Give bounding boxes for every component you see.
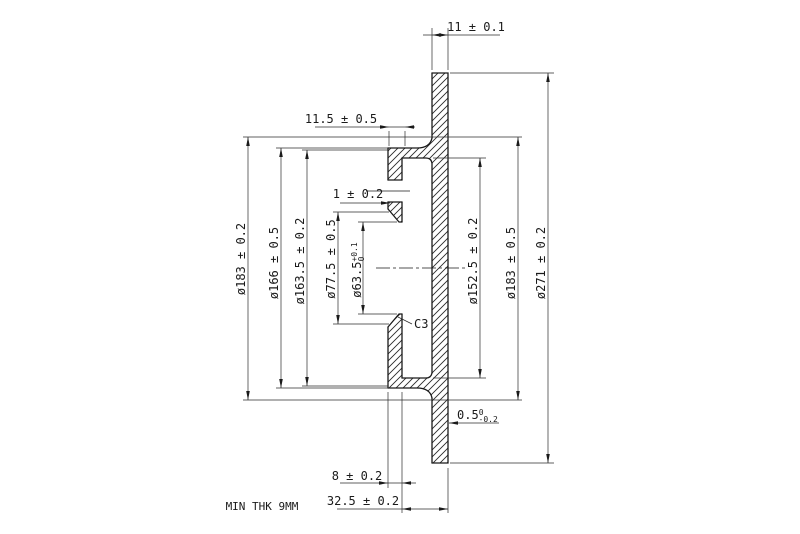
- dimension-arrowheads: [246, 33, 550, 511]
- dimension-lines: [247, 34, 549, 510]
- dim-dia-152-5: ø152.5 ± 0.2: [466, 218, 480, 305]
- hat-bottom-section: [388, 314, 432, 398]
- center-lines: [366, 190, 468, 269]
- dim-flange-thickness: 8 ± 0.2: [332, 469, 383, 483]
- dimension-labels: 11 ± 0.1 11.5 ± 0.5 1 ± 0.2 8 ± 0.2 32.5…: [226, 20, 548, 513]
- c3-leader-line: [397, 316, 413, 325]
- dim-dia-77-5: ø77.5 ± 0.5: [324, 219, 338, 298]
- hat-top-section: [388, 138, 432, 180]
- extension-lines: [243, 28, 554, 513]
- dim-dia-183-left: ø183 ± 0.2: [234, 223, 248, 295]
- dim-dia-163-5: ø163.5 ± 0.2: [293, 218, 307, 305]
- dim-overall-height: 32.5 ± 0.2: [327, 494, 399, 508]
- label-chamfer-c3: C3: [414, 317, 428, 331]
- dim-surface-offset: 0.50-0.2: [457, 408, 498, 424]
- dim-bore: ø63.5+0.10: [350, 242, 366, 298]
- dim-dia-271: ø271 ± 0.2: [534, 227, 548, 299]
- dim-disc-thickness: 11 ± 0.1: [447, 20, 505, 34]
- dim-hat-depth: 11.5 ± 0.5: [305, 112, 377, 126]
- dim-dia-166: ø166 ± 0.5: [267, 227, 281, 299]
- note-min-thickness: MIN THK 9MM: [226, 500, 299, 513]
- dim-pilot-step: 1 ± 0.2: [333, 187, 384, 201]
- hub-chamfer-top-section: [388, 202, 402, 222]
- dim-dia-183-right: ø183 ± 0.5: [504, 227, 518, 299]
